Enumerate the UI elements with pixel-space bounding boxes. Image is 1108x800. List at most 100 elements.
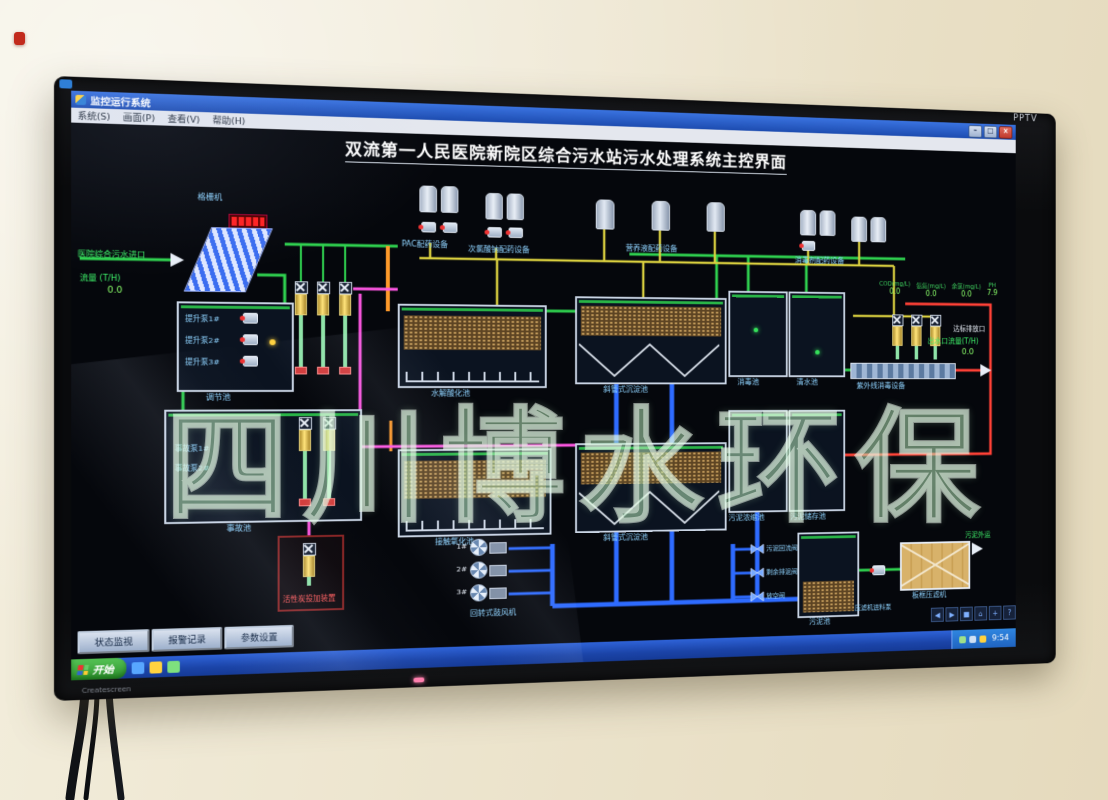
valve-icon	[298, 417, 311, 430]
nav-back-icon[interactable]: ◀	[931, 607, 944, 622]
naclo-pump-2[interactable]	[509, 227, 523, 238]
sludge-out-label: 污泥外运	[965, 530, 990, 540]
tank-clearwater-label: 清水池	[797, 377, 818, 387]
valve-waste-label[interactable]: 剩余排泥阀	[766, 567, 797, 577]
bezel-sticker	[59, 79, 72, 88]
tank-sedimentation-1	[575, 296, 726, 384]
tray-shield-icon[interactable]	[959, 636, 966, 643]
disinfectant-pump-1[interactable]	[802, 241, 815, 251]
blower-3-label: 3#	[456, 587, 467, 596]
menu-help[interactable]: 帮助(H)	[212, 113, 245, 127]
waterline	[792, 413, 842, 416]
pac-pump-2[interactable]	[443, 222, 458, 233]
tank-sludge	[797, 531, 859, 618]
tank-sedimentation-1-label: 斜管式沉淀池	[603, 384, 648, 394]
uv-dosing-pump-2[interactable]	[910, 315, 922, 360]
accident-pump-2-label: 事故泵2#	[175, 463, 210, 474]
nav-help-icon[interactable]: ?	[1003, 605, 1016, 620]
tank-sedimentation-2-label: 斜管式沉淀池	[603, 532, 648, 543]
status-indicator	[815, 350, 819, 355]
tank-regulating: 提升泵1# 提升泵2# 提升泵3#	[177, 301, 294, 392]
nav-zoom-icon[interactable]: +	[989, 606, 1002, 621]
lift-pump-1-icon[interactable]	[243, 313, 258, 324]
waterline	[792, 295, 842, 298]
disinfectant-tank-3	[851, 216, 867, 242]
nav-stop-icon[interactable]: ■	[960, 607, 973, 622]
naclo-pump-1[interactable]	[487, 227, 501, 238]
metric-nh3: 氨氮(mg/L)0.0	[916, 281, 945, 298]
metric-ph: PH7.9	[987, 282, 998, 299]
menu-view[interactable]: 查看(V)	[168, 112, 200, 126]
metering-pump-3[interactable]	[338, 282, 352, 375]
quicklaunch-folder-icon[interactable]	[150, 661, 163, 673]
windows-logo-icon	[77, 664, 89, 674]
valve-icon	[294, 281, 307, 294]
diffusers	[406, 372, 540, 383]
close-button[interactable]: ×	[999, 126, 1012, 139]
window-title: 监控运行系统	[90, 93, 150, 109]
lift-pump-2-icon[interactable]	[243, 334, 258, 345]
valve-icon	[323, 417, 336, 430]
tank-hydrolysis	[398, 304, 547, 388]
uv-disinfection-label: 紫外线消毒设备	[857, 381, 906, 391]
valve-drain-label[interactable]: 放空阀	[766, 591, 785, 601]
discharge-label: 达标排放口	[953, 324, 985, 334]
screen: 监控运行系统 – □ × 系统(S) 画面(P) 查看(V) 帮助(H)	[71, 91, 1016, 681]
start-button[interactable]: 开始	[71, 658, 126, 681]
inlet-arrow-icon	[170, 253, 184, 267]
valve-icon	[892, 314, 903, 326]
accident-pump-2-icon[interactable]	[322, 417, 336, 506]
blower-2-motor	[489, 565, 506, 577]
tv-brand-logo: PPTV	[1013, 113, 1037, 124]
blower-1-label: 1#	[456, 542, 467, 551]
valve-return-label[interactable]: 污泥回流阀	[766, 544, 797, 554]
nutrient-drum-2	[652, 201, 670, 231]
quicklaunch-media-icon[interactable]	[167, 660, 180, 672]
disinfectant-tank-4	[870, 217, 886, 243]
nav-home-icon[interactable]: ⌂	[974, 606, 987, 621]
media-fill	[404, 459, 546, 499]
metering-pump-2[interactable]	[316, 282, 330, 375]
uv-disinfection-unit[interactable]	[850, 363, 955, 379]
feed-pump-label: 压滤机进料泵	[855, 603, 892, 613]
filter-press[interactable]	[900, 541, 970, 591]
tray-volume-icon[interactable]	[969, 635, 976, 642]
nav-toolbar: ◀ ▶ ■ ⌂ + ?	[931, 605, 1016, 622]
tank-storage-label: 污泥储存池	[790, 511, 825, 522]
tank-sludge-label: 污泥池	[809, 616, 830, 627]
tray-network-icon[interactable]	[979, 635, 986, 642]
blower-3-motor	[489, 587, 506, 599]
tray-clock[interactable]: 9:54	[992, 633, 1009, 642]
nav-forward-icon[interactable]: ▶	[946, 607, 959, 622]
minimize-button[interactable]: –	[969, 125, 983, 138]
inlet-flow-label: 流量 (T/H)	[80, 272, 121, 283]
tank-oxidation-label: 接触氧化池	[435, 536, 474, 547]
menu-screens[interactable]: 画面(P)	[123, 110, 155, 124]
scada-canvas: 双流第一人民医院新院区综合污水站污水处理系统主控界面 医院综合污水进口 流量 (…	[71, 123, 1016, 660]
metering-pump-1[interactable]	[294, 281, 308, 374]
feed-pump-icon[interactable]	[872, 565, 885, 575]
alarm-record-button[interactable]: 报警记录	[152, 627, 223, 652]
status-indicator	[754, 328, 758, 333]
quicklaunch-browser-icon[interactable]	[132, 661, 145, 673]
media-fill	[581, 306, 721, 337]
naclo-tank-2	[507, 193, 524, 220]
tv-cables	[55, 686, 255, 800]
valve-icon	[911, 315, 922, 327]
lift-pump-3-icon[interactable]	[243, 356, 258, 367]
uv-dosing-pump-1[interactable]	[891, 314, 903, 359]
status-monitor-button[interactable]: 状态监视	[78, 629, 150, 654]
carbon-dosing-pump[interactable]	[302, 543, 316, 586]
accident-pump-1-icon[interactable]	[298, 417, 312, 506]
bezel-model-text: Createscreen	[82, 685, 131, 695]
bar-screen-label: 格栅机	[198, 192, 223, 203]
blower-group-label: 回转式鼓风机	[470, 607, 516, 619]
pac-pump-1[interactable]	[421, 222, 436, 233]
metric-cod: COD(mg/L)0.0	[879, 280, 910, 297]
parameter-settings-button[interactable]: 参数设置	[224, 625, 293, 650]
pac-tank-2	[441, 186, 459, 213]
menu-system[interactable]: 系统(S)	[78, 109, 111, 123]
maximize-button[interactable]: □	[984, 125, 997, 138]
tank-clearwater	[789, 292, 846, 378]
